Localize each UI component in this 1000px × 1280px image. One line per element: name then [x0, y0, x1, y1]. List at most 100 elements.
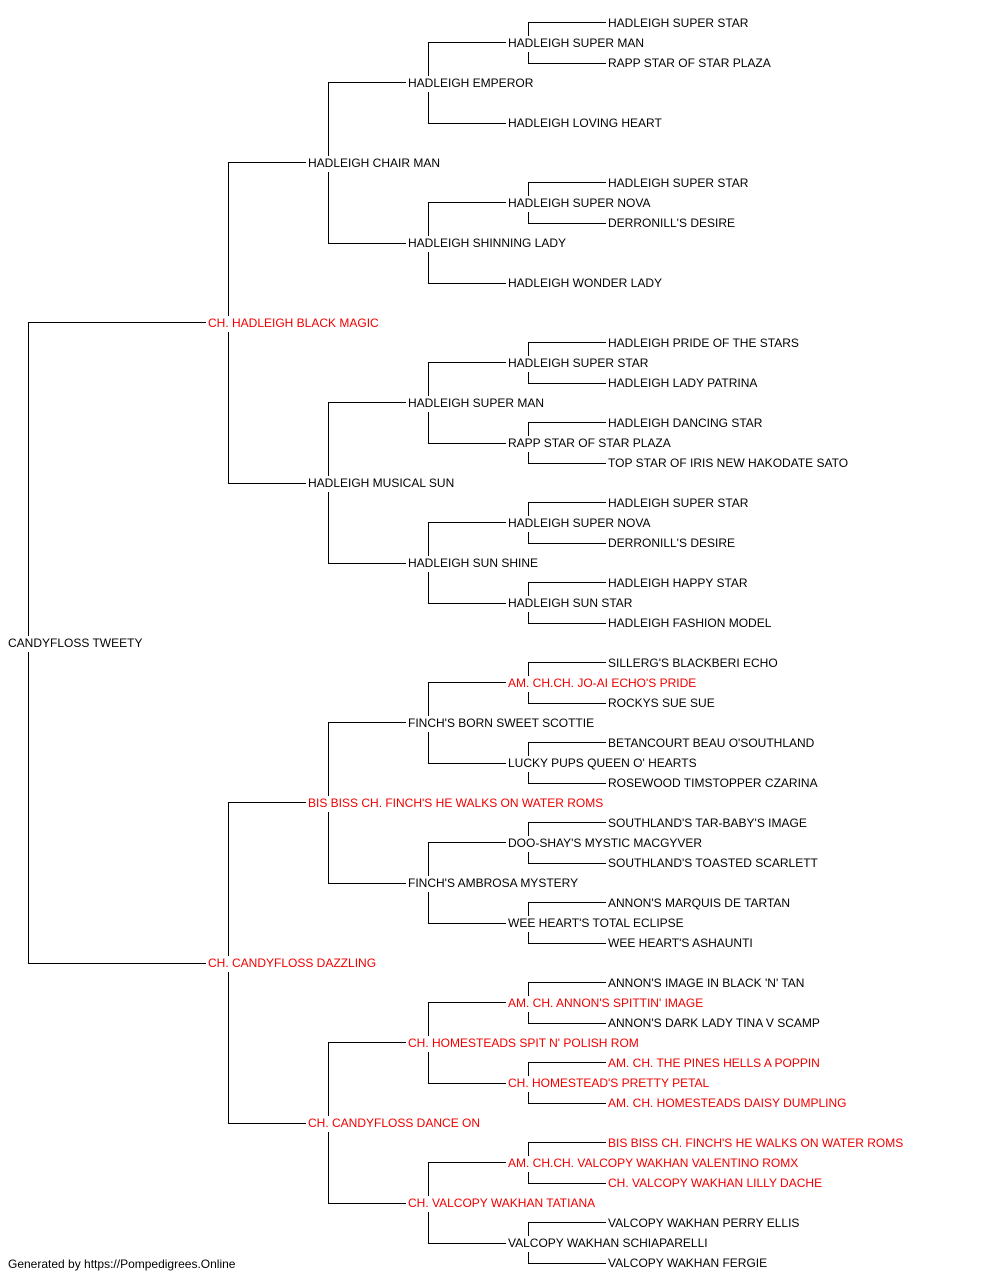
pedigree-node-gen3: FINCH'S BORN SWEET SCOTTIE	[408, 716, 595, 730]
pedigree-node-gen5: CH. VALCOPY WAKHAN LILLY DACHE	[608, 1176, 823, 1190]
pedigree-node-gen4: HADLEIGH SUN STAR	[508, 596, 633, 610]
dam-connector	[528, 1012, 606, 1024]
pedigree-node-gen5: HADLEIGH DANCING STAR	[608, 416, 763, 430]
dam-connector	[528, 612, 606, 624]
dam-connector	[528, 932, 606, 944]
sire-connector	[428, 522, 506, 556]
pedigree-node-gen4: HADLEIGH SUPER MAN	[508, 36, 645, 50]
pedigree-node-gen3: HADLEIGH SUN SHINE	[408, 556, 539, 570]
sire-connector	[228, 162, 306, 316]
sire-connector	[528, 22, 606, 36]
sire-connector	[428, 42, 506, 76]
pedigree-node-gen3: FINCH'S AMBROSA MYSTERY	[408, 876, 579, 890]
pedigree-node-gen2: HADLEIGH MUSICAL SUN	[308, 476, 455, 490]
pedigree-node-gen5: AM. CH. THE PINES HELLS A POPPIN	[608, 1056, 820, 1070]
dam-connector	[528, 1172, 606, 1184]
pedigree-node-gen5: BIS BISS CH. FINCH'S HE WALKS ON WATER R…	[608, 1136, 904, 1150]
pedigree-node-gen5: ROSEWOOD TIMSTOPPER CZARINA	[608, 776, 818, 790]
pedigree-node-gen4: AM. CH.CH. VALCOPY WAKHAN VALENTINO ROMX	[508, 1156, 799, 1170]
sire-connector	[528, 1222, 606, 1236]
dam-connector	[428, 1212, 506, 1244]
pedigree-node-gen5: RAPP STAR OF STAR PLAZA	[608, 56, 771, 70]
sire-connector	[528, 982, 606, 996]
sire-connector	[228, 802, 306, 956]
sire-connector	[528, 902, 606, 916]
dam-connector	[428, 92, 506, 124]
pedigree-node-gen4: VALCOPY WAKHAN SCHIAPARELLI	[508, 1236, 708, 1250]
dam-connector	[528, 212, 606, 224]
pedigree-node-gen3: CH. VALCOPY WAKHAN TATIANA	[408, 1196, 596, 1210]
sire-connector	[528, 662, 606, 676]
pedigree-node-gen4: CH. HOMESTEAD'S PRETTY PETAL	[508, 1076, 710, 1090]
sire-connector	[528, 502, 606, 516]
pedigree-node-gen4: WEE HEART'S TOTAL ECLIPSE	[508, 916, 684, 930]
pedigree-node-gen4: HADLEIGH LOVING HEART	[508, 116, 662, 130]
pedigree-node-gen5: HADLEIGH SUPER STAR	[608, 16, 749, 30]
pedigree-node-gen3: HADLEIGH SHINNING LADY	[408, 236, 567, 250]
pedigree-node-gen5: SOUTHLAND'S TAR-BABY'S IMAGE	[608, 816, 807, 830]
pedigree-node-gen4: HADLEIGH SUPER STAR	[508, 356, 649, 370]
pedigree-node-gen4: HADLEIGH SUPER NOVA	[508, 516, 651, 530]
pedigree-node-gen4: AM. CH.CH. JO-AI ECHO'S PRIDE	[508, 676, 697, 690]
pedigree-node-gen5: VALCOPY WAKHAN PERRY ELLIS	[608, 1216, 800, 1230]
pedigree-node-gen3: HADLEIGH SUPER MAN	[408, 396, 545, 410]
sire-connector	[528, 1062, 606, 1076]
pedigree-node-gen5: HADLEIGH PRIDE OF THE STARS	[608, 336, 799, 350]
dam-connector	[428, 412, 506, 444]
footer-credit: Generated by https://Pompedigrees.Online	[8, 1257, 236, 1271]
dam-connector	[428, 732, 506, 764]
pedigree-node-gen5: WEE HEART'S ASHAUNTI	[608, 936, 753, 950]
dam-connector	[528, 52, 606, 64]
dam-connector	[328, 812, 406, 884]
sire-connector	[428, 362, 506, 396]
pedigree-node-gen5: SILLERG'S BLACKBERI ECHO	[608, 656, 778, 670]
sire-connector	[328, 1042, 406, 1116]
sire-connector	[28, 322, 206, 636]
pedigree-node-gen4: DOO-SHAY'S MYSTIC MACGYVER	[508, 836, 703, 850]
pedigree-node-gen4: AM. CH. ANNON'S SPITTIN' IMAGE	[508, 996, 704, 1010]
pedigree-node-gen5: HADLEIGH HAPPY STAR	[608, 576, 748, 590]
pedigree-node-gen5: HADLEIGH LADY PATRINA	[608, 376, 758, 390]
sire-connector	[528, 742, 606, 756]
connector-lines	[28, 22, 606, 1264]
dam-connector	[428, 572, 506, 604]
dam-connector	[528, 1252, 606, 1264]
pedigree-node-gen4: RAPP STAR OF STAR PLAZA	[508, 436, 671, 450]
sire-connector	[428, 842, 506, 876]
dam-connector	[528, 1092, 606, 1104]
sire-connector	[428, 1162, 506, 1196]
pedigree-node-gen2: CH. CANDYFLOSS DANCE ON	[308, 1116, 481, 1130]
pedigree-node-gen5: HADLEIGH SUPER STAR	[608, 176, 749, 190]
pedigree-node-gen5: ANNON'S DARK LADY TINA V SCAMP	[608, 1016, 820, 1030]
sire-connector	[528, 182, 606, 196]
sire-connector	[528, 582, 606, 596]
dam-connector	[428, 252, 506, 284]
pedigree-node-gen4: LUCKY PUPS QUEEN O' HEARTS	[508, 756, 697, 770]
dam-connector	[428, 892, 506, 924]
pedigree-node-gen5: VALCOPY WAKHAN FERGIE	[608, 1256, 768, 1270]
pedigree-node-gen5: TOP STAR OF IRIS NEW HAKODATE SATO	[608, 456, 849, 470]
pedigree-node-gen4: HADLEIGH WONDER LADY	[508, 276, 663, 290]
dam-connector	[28, 652, 206, 964]
pedigree-node-gen5: SOUTHLAND'S TOASTED SCARLETT	[608, 856, 818, 870]
dam-connector	[228, 332, 306, 484]
dam-connector	[528, 692, 606, 704]
pedigree-node-gen5: ANNON'S IMAGE IN BLACK 'N' TAN	[608, 976, 805, 990]
pedigree-node-gen2: BIS BISS CH. FINCH'S HE WALKS ON WATER R…	[308, 796, 604, 810]
pedigree-node-gen1: CH. HADLEIGH BLACK MAGIC	[208, 316, 379, 330]
sire-connector	[528, 1142, 606, 1156]
dam-connector	[528, 532, 606, 544]
sire-connector	[328, 402, 406, 476]
sire-connector	[528, 342, 606, 356]
sire-connector	[328, 722, 406, 796]
sire-connector	[428, 1002, 506, 1036]
dam-connector	[528, 452, 606, 464]
pedigree-node-gen5: DERRONILL'S DESIRE	[608, 216, 735, 230]
dam-connector	[528, 852, 606, 864]
pedigree-node-gen0: CANDYFLOSS TWEETY	[8, 636, 143, 650]
dam-connector	[528, 372, 606, 384]
pedigree-node-gen5: ROCKYS SUE SUE	[608, 696, 715, 710]
dam-connector	[328, 172, 406, 244]
sire-connector	[328, 82, 406, 156]
pedigree-node-gen5: AM. CH. HOMESTEADS DAISY DUMPLING	[608, 1096, 847, 1110]
